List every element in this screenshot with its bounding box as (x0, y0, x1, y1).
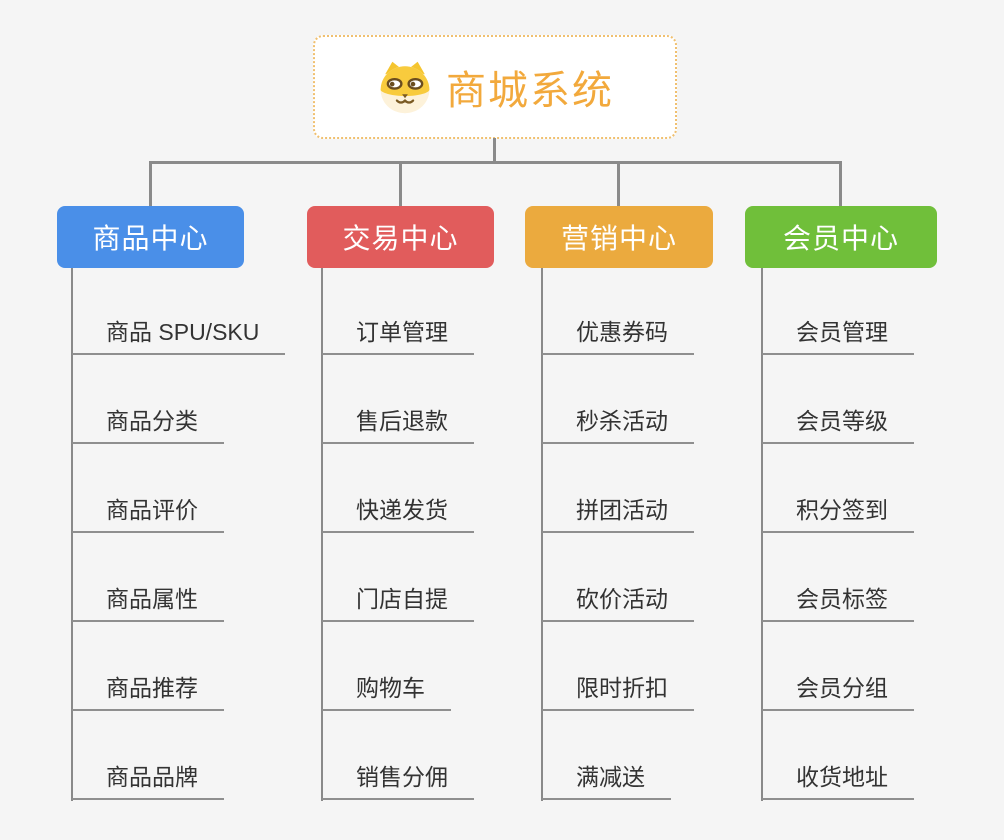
leaf-topic[interactable]: 订单管理 (322, 317, 474, 355)
leaf-topic[interactable]: 限时折扣 (542, 673, 694, 711)
leaf-topic[interactable]: 销售分佣 (322, 762, 474, 800)
connector-rail (541, 268, 543, 801)
leaf-topic[interactable]: 商品属性 (72, 584, 224, 622)
leaf-topic[interactable]: 收货地址 (762, 762, 914, 800)
leaf-topic[interactable]: 积分签到 (762, 495, 914, 533)
connector-rail (761, 268, 763, 801)
leaf-topic[interactable]: 售后退款 (322, 406, 474, 444)
leaf-topic[interactable]: 优惠券码 (542, 317, 694, 355)
leaf-topic[interactable]: 秒杀活动 (542, 406, 694, 444)
leaf-topic[interactable]: 商品推荐 (72, 673, 224, 711)
leaf-topic[interactable]: 砍价活动 (542, 584, 694, 622)
leaf-topic[interactable]: 商品品牌 (72, 762, 224, 800)
leaf-topic[interactable]: 满减送 (542, 762, 671, 800)
connector-drop (617, 161, 620, 207)
connector-root-stub (493, 138, 496, 163)
connector-rail (321, 268, 323, 801)
connector-rail (71, 268, 73, 801)
leaf-topic[interactable]: 会员分组 (762, 673, 914, 711)
leaf-topic[interactable]: 门店自提 (322, 584, 474, 622)
leaf-topic[interactable]: 快递发货 (322, 495, 474, 533)
leaf-topic[interactable]: 购物车 (322, 673, 451, 711)
leaf-topic[interactable]: 拼团活动 (542, 495, 694, 533)
leaf-topic[interactable]: 商品分类 (72, 406, 224, 444)
root-topic-label: 商城系统 (446, 69, 614, 113)
leaf-topic[interactable]: 商品 SPU/SKU (72, 317, 286, 355)
branch-children-product-center: 商品 SPU/SKU 商品分类商品评价商品属性商品推荐商品品牌 (71, 268, 311, 808)
connector-drop (839, 161, 842, 207)
branch-children-trade-center: 订单管理售后退款快递发货门店自提购物车销售分佣 (321, 268, 561, 808)
branch-children-marketing-center: 优惠券码秒杀活动拼团活动砍价活动限时折扣满减送 (541, 268, 781, 808)
connector-horizontal (149, 161, 842, 164)
leaf-topic[interactable]: 会员管理 (762, 317, 914, 355)
leaf-topic[interactable]: 会员标签 (762, 584, 914, 622)
branch-topic-member-center[interactable]: 会员中心 (745, 206, 937, 268)
dog-face-icon (380, 61, 430, 114)
branch-topic-marketing-center[interactable]: 营销中心 (525, 206, 713, 268)
leaf-topic[interactable]: 商品评价 (72, 495, 224, 533)
branch-topic-product-center[interactable]: 商品中心 (57, 206, 244, 268)
connector-drop (149, 161, 152, 207)
root-topic[interactable]: 商城系统 (313, 35, 677, 139)
connector-drop (399, 161, 402, 207)
leaf-topic[interactable]: 会员等级 (762, 406, 914, 444)
branch-topic-trade-center[interactable]: 交易中心 (307, 206, 494, 268)
branch-children-member-center: 会员管理会员等级积分签到会员标签会员分组收货地址 (761, 268, 1001, 808)
